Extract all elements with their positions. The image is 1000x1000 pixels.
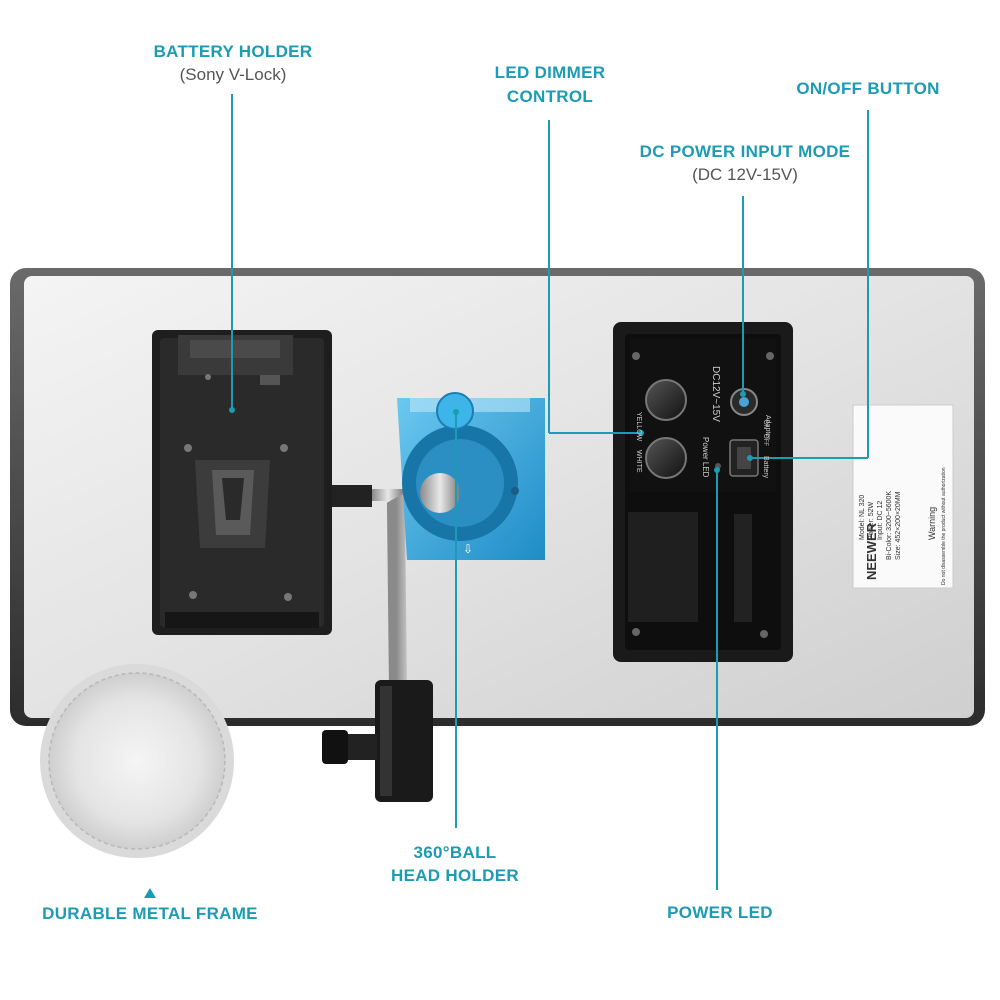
ball-head-title-line1: 360°BALL [413,843,497,862]
frame-pointer-arrow [144,888,156,898]
dc-input-title: DC POWER INPUT MODE [639,142,851,161]
adapter-label: Adapter [764,415,771,440]
frame-zoom-circle [40,664,234,858]
dimmer-title-line1: LED DIMMER [494,63,606,82]
svg-text:⇩: ⇩ [463,542,473,556]
dc-input-subtitle: (DC 12V-15V) [692,165,798,184]
battery-holder-subtitle: (Sony V-Lock) [179,65,287,84]
metal-frame-title: DURABLE METAL FRAME [42,904,258,923]
yellow-label: YELLOW [635,412,642,442]
power-led-label: Power LED [701,437,710,478]
sticker-line-4: Bi-Color: 3200~5600K [886,491,893,560]
product-sticker [852,404,954,589]
sticker-brand: NEEWER [864,522,879,580]
battery-holder-plate [152,330,332,635]
dimmer-title-line2: CONTROL [506,87,594,106]
leader-dots [229,391,753,473]
sticker-line-1: Model: NL 320 [859,495,866,540]
off-label: OFF [762,434,768,446]
sticker-warning-text: Do not disassemble the product without a… [941,467,947,585]
leader-lines [231,94,869,890]
ball-head-mount: ⇩ [397,392,545,560]
sticker-warning-title: Warning [927,507,937,540]
mount-screw [332,485,404,507]
onoff-title: ON/OFF BUTTON [796,79,940,98]
white-label: WHITE [635,450,642,473]
battery-holder-title: BATTERY HOLDER [153,42,313,61]
battery-label: Battery [762,456,769,479]
ball-head-title-line2: HEAD HOLDER [391,866,519,885]
on-label: ON [762,420,768,429]
sticker-line-3: Input: DC 12 [877,501,884,540]
voltage-label: DC12V~15V [710,366,721,422]
control-box [613,322,793,662]
sticker-line-2: Power: 52W [868,501,875,540]
sticker-line-5: Size: 452×200×20MM [895,491,902,560]
power-led-title: POWER LED [667,903,773,922]
